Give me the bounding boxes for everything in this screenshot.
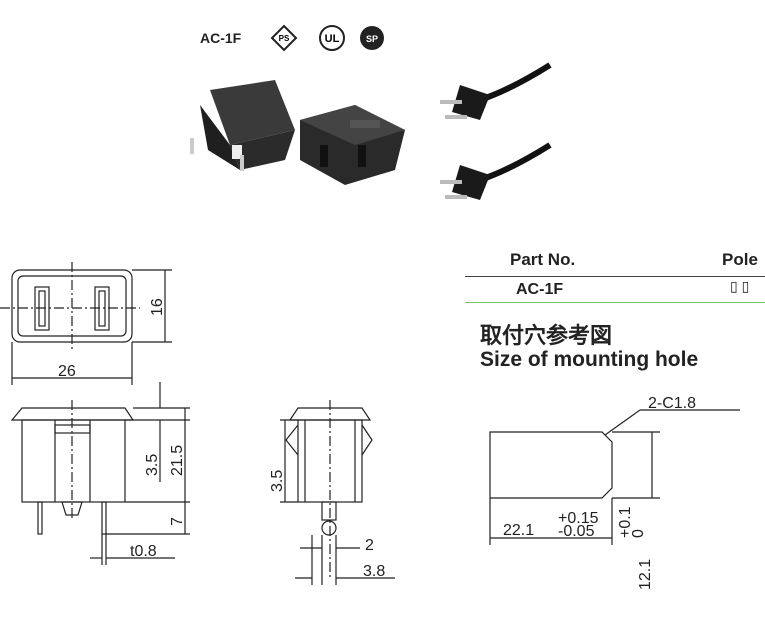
- svg-text:SP: SP: [366, 34, 378, 44]
- socket-front-photo: [300, 105, 405, 185]
- side-dim-1: 3.5: [144, 454, 161, 476]
- front-height-dim: 16: [149, 298, 166, 316]
- model-label: AC-1F: [200, 30, 242, 46]
- part-no-value: AC-1F: [516, 281, 564, 298]
- side-dim-3: 7: [169, 517, 186, 526]
- side-view-drawing: [10, 382, 190, 565]
- hole-height-dim: 12.1: [637, 559, 654, 590]
- hole-height-tol-lower: 0: [630, 529, 647, 538]
- end-dim-1: 3.5: [269, 470, 286, 492]
- ul-mark-icon: UL: [319, 25, 345, 51]
- end-dim-3: 3.8: [363, 563, 385, 580]
- side-thickness-dim: t0.8: [130, 543, 157, 560]
- side-dim-2: 21.5: [169, 445, 186, 476]
- hole-width-dim: 22.1: [503, 522, 534, 539]
- csa-mark-icon: SP: [360, 26, 384, 50]
- mounting-title-jp: 取付穴参考図: [480, 324, 613, 349]
- svg-text:UL: UL: [325, 33, 340, 45]
- chamfer-dim: 2-C1.8: [648, 395, 696, 412]
- socket-rear-photo: [190, 80, 295, 171]
- front-view-drawing: [0, 262, 172, 385]
- pole-value: ▯ ▯: [730, 278, 750, 294]
- mounting-title-en: Size of mounting hole: [480, 348, 699, 371]
- hole-height-tol-upper: +0.1: [617, 506, 634, 538]
- plug-photo-top: [440, 62, 552, 120]
- svg-text:PS: PS: [279, 34, 290, 43]
- pse-mark-icon: PS: [270, 24, 298, 52]
- table-rule: [465, 276, 765, 277]
- plug-photo-bottom: [440, 142, 552, 200]
- table-rule-green: [465, 302, 765, 303]
- pole-header: Pole: [722, 250, 758, 269]
- end-view-drawing: [280, 400, 395, 585]
- mounting-hole-drawing: [489, 409, 740, 545]
- part-no-header: Part No.: [510, 250, 576, 269]
- hole-width-tol-lower: -0.05: [558, 523, 595, 540]
- hole-width-tol-upper: +0.15: [558, 510, 599, 527]
- front-width-dim: 26: [58, 363, 76, 380]
- product-photos: [190, 62, 552, 200]
- technical-drawings: 26 16 3.5 21.5 7 t0.8 3.5 2 3.8 2-C1.8 2…: [0, 262, 740, 590]
- end-dim-2: 2: [365, 537, 374, 554]
